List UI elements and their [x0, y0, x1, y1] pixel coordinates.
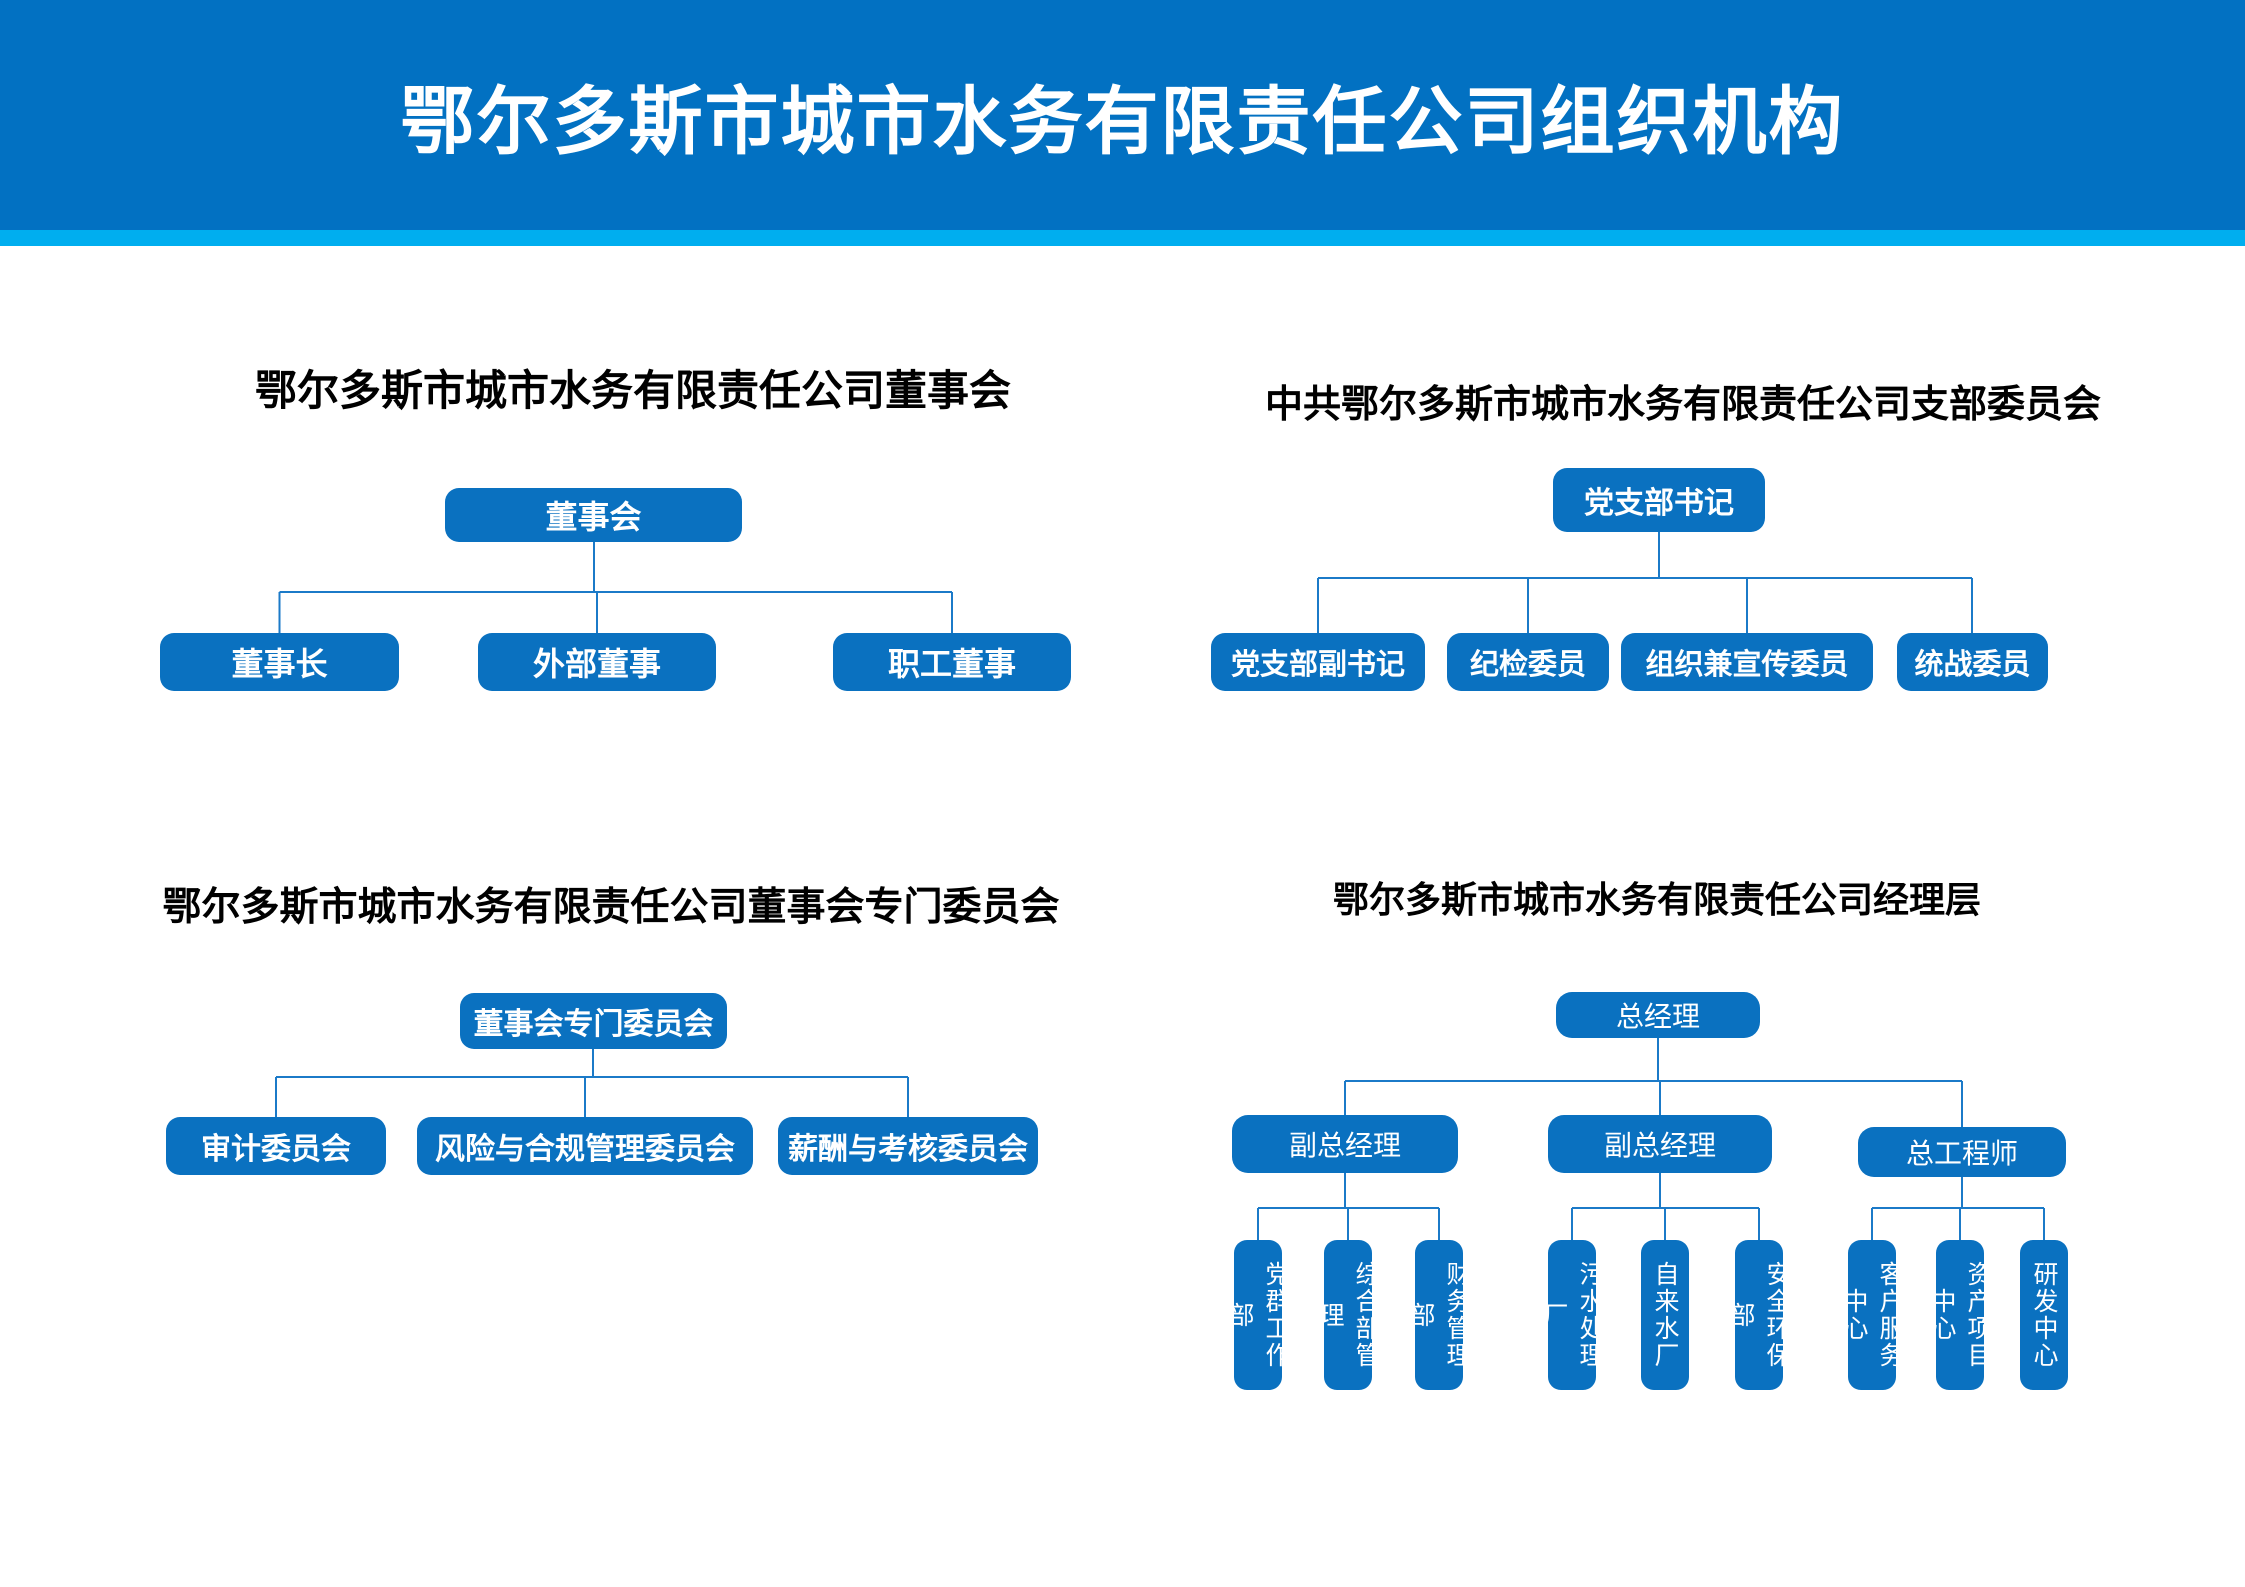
management-head-node-deputy-gm-2: 副总经理	[1548, 1115, 1772, 1173]
management-head-node-chief-engineer: 总工程师	[1858, 1127, 2066, 1177]
management-chart-title: 鄂尔多斯市城市水务有限责任公司经理层	[1332, 880, 1981, 920]
board-child-node-chairman: 董事长	[160, 633, 399, 691]
page-header: 鄂尔多斯市城市水务有限责任公司组织机构	[0, 0, 2245, 230]
management-dept-node-sewage-plant: 污水处理厂	[1540, 1240, 1604, 1390]
accent-strip	[0, 230, 2245, 246]
special-root-node: 董事会专门委员会	[460, 993, 727, 1049]
special-chart-connectors	[275, 1049, 909, 1117]
party-child-node-discipline-member: 纪检委员	[1447, 633, 1609, 691]
page-title: 鄂尔多斯市城市水务有限责任公司组织机构	[400, 79, 1845, 163]
management-dept-node-waterworks: 自来水厂	[1641, 1240, 1689, 1390]
special-child-node-remuneration-appraisal-committee: 薪酬与考核委员会	[778, 1117, 1038, 1175]
management-group1-connectors	[1257, 1173, 1440, 1240]
party-root-node: 党支部书记	[1553, 468, 1765, 532]
party-child-node-deputy-secretary: 党支部副书记	[1211, 633, 1425, 691]
management-dept-node-customer-service-center: 客户服务中心	[1840, 1240, 1904, 1390]
management-root-node-general-manager: 总经理	[1556, 992, 1760, 1038]
management-head-node-deputy-gm-1: 副总经理	[1232, 1115, 1458, 1173]
board-chart-title: 鄂尔多斯市城市水务有限责任公司董事会	[254, 369, 1011, 415]
management-dept-node-safety-environment: 安全环保部	[1727, 1240, 1791, 1390]
special-child-node-audit-committee: 审计委员会	[166, 1117, 386, 1175]
management-group3-connectors	[1871, 1177, 2045, 1240]
special-chart-title: 鄂尔多斯市城市水务有限责任公司董事会专门委员会	[162, 886, 1060, 929]
management-dept-node-asset-project-center: 资产项目中心	[1928, 1240, 1992, 1390]
special-child-node-risk-compliance-committee: 风险与合规管理委员会	[417, 1117, 753, 1175]
party-chart-connectors	[1317, 532, 1973, 633]
party-child-node-united-front-member: 统战委员	[1897, 633, 2048, 691]
board-child-node-external-director: 外部董事	[478, 633, 716, 691]
management-dept-node-finance: 财务管理部	[1407, 1240, 1471, 1390]
party-chart-title: 中共鄂尔多斯市城市水务有限责任公司支部委员会	[1264, 384, 2101, 426]
board-child-node-employee-director: 职工董事	[833, 633, 1071, 691]
board-root-node: 董事会	[445, 488, 742, 542]
management-dept-node-rd-center: 研发中心	[2020, 1240, 2068, 1390]
board-chart-connectors	[278, 542, 953, 633]
management-dept-node-general-affairs: 综合部管理	[1316, 1240, 1380, 1390]
management-group2-connectors	[1571, 1173, 1760, 1240]
party-child-node-organization-publicity-member: 组织兼宣传委员	[1621, 633, 1873, 691]
management-dept-node-party-mass-work: 党群工作部	[1226, 1240, 1290, 1390]
management-top-connectors	[1344, 1038, 1963, 1127]
